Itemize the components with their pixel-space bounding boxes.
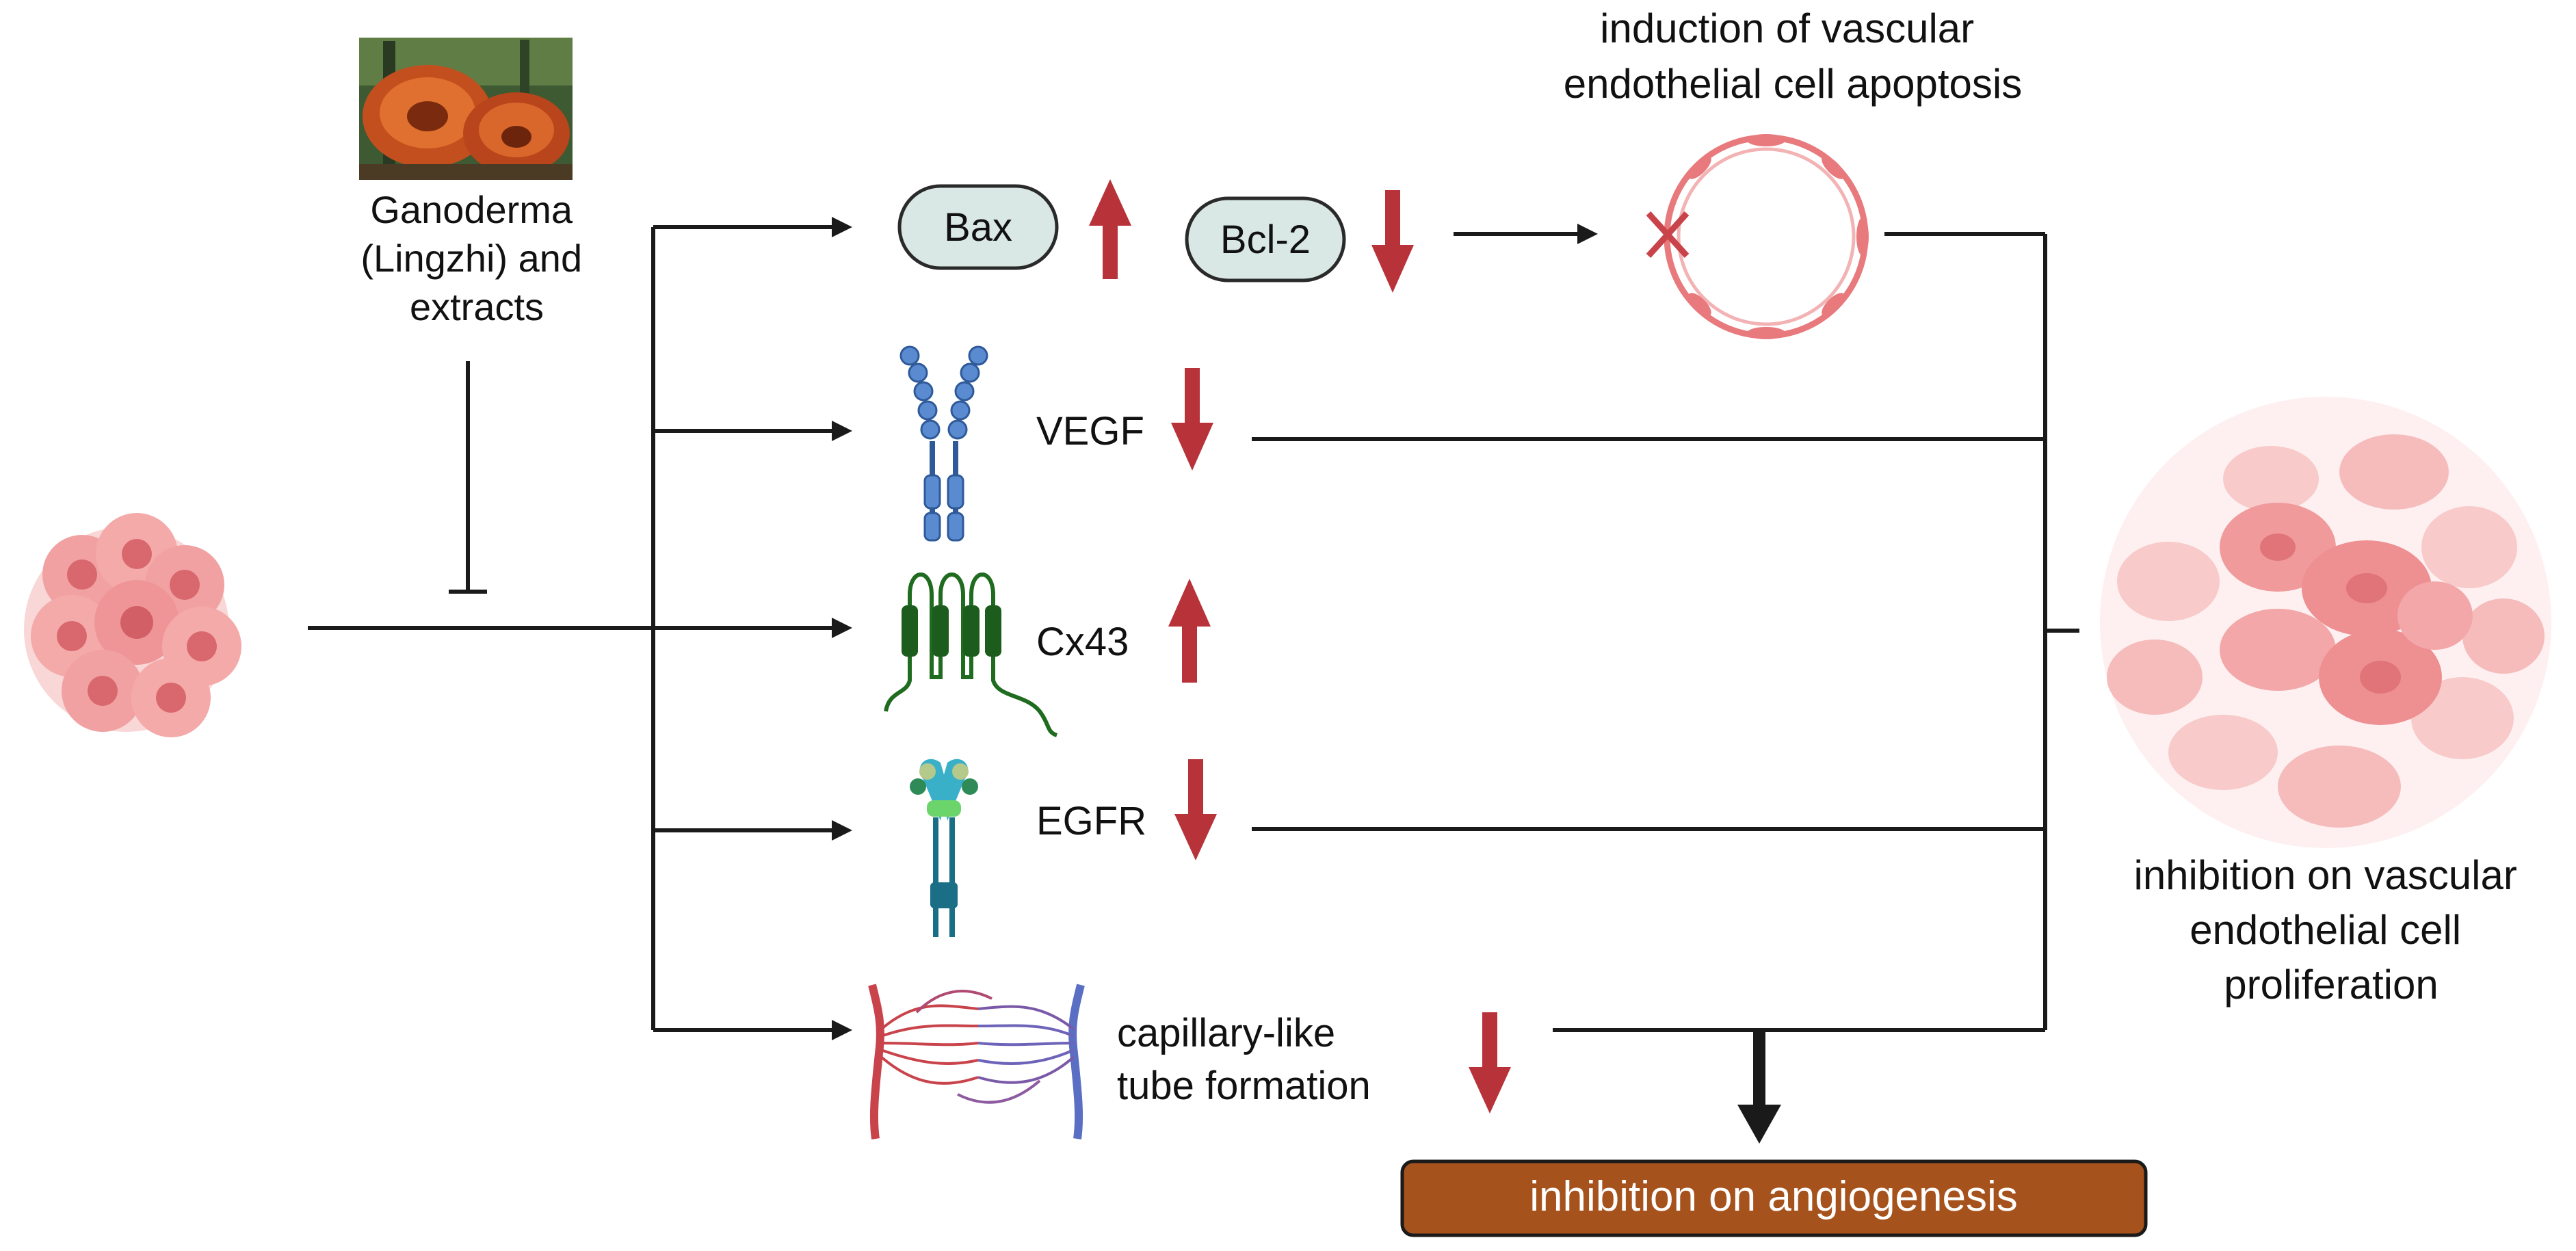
tube-down-arrow (1469, 1012, 1511, 1114)
bax-label: Bax (944, 205, 1012, 250)
proliferation-label-line-1: inhibition on vascular (2133, 852, 2516, 898)
egfr-receptor-icon (910, 759, 978, 937)
outcome-label: inhibition on angiogenesis (1529, 1173, 2018, 1220)
mushroom-photo-icon (359, 38, 573, 180)
vessel-cross-section-icon (1664, 134, 1869, 339)
main-connectors (308, 217, 852, 1040)
source-label-line-2: (Lingzhi) and (360, 237, 582, 280)
capillary-network-icon (868, 984, 1085, 1140)
bcl2-label: Bcl-2 (1220, 218, 1311, 262)
inhibition-connector (449, 361, 487, 594)
proliferation-label: inhibition on vascular endothelial cell … (2133, 852, 2528, 1008)
right-collector (1884, 232, 2079, 1030)
vegf-label: VEGF (1036, 409, 1144, 453)
vegf-receptor-icon (899, 345, 988, 542)
source-label-line-1: Ganoderma (370, 188, 573, 231)
tube-formation-line-2: tube formation (1117, 1064, 1371, 1108)
endothelial-cells-icon (2100, 397, 2551, 848)
cross-mark-icon (1646, 211, 1690, 259)
apoptosis-label: induction of vascular endothelial cell a… (1564, 5, 2022, 107)
proliferation-label-line-2: endothelial cell (2190, 907, 2461, 953)
source-label: Ganoderma (Lingzhi) and extracts (360, 188, 592, 328)
apoptosis-label-line-1: induction of vascular (1600, 5, 1974, 51)
apoptosis-label-line-2: endothelial cell apoptosis (1564, 61, 2022, 107)
egfr-down-arrow (1174, 759, 1217, 860)
vegf-down-arrow (1171, 368, 1213, 471)
source-label-line-3: extracts (410, 285, 544, 328)
connexin-membrane-protein-icon (884, 572, 1058, 737)
cx43-label: Cx43 (1036, 620, 1129, 664)
tube-formation-label: capillary-like tube formation (1117, 1011, 1371, 1108)
outcome-box: inhibition on angiogenesis (1400, 1159, 2148, 1237)
proliferation-label-line-3: proliferation (2224, 962, 2439, 1008)
tube-formation-line-1: capillary-like (1117, 1011, 1335, 1055)
tumor-cell-cluster-icon (24, 513, 241, 737)
bax-pill: Bax (897, 184, 1059, 270)
bcl2-pill: Bcl-2 (1185, 196, 1346, 282)
bax-up-arrow (1089, 179, 1131, 279)
outcome-arrow (1737, 1030, 1781, 1144)
cx43-up-arrow (1168, 579, 1211, 683)
egfr-label: EGFR (1036, 799, 1146, 843)
bcl2-down-arrow (1371, 190, 1414, 293)
